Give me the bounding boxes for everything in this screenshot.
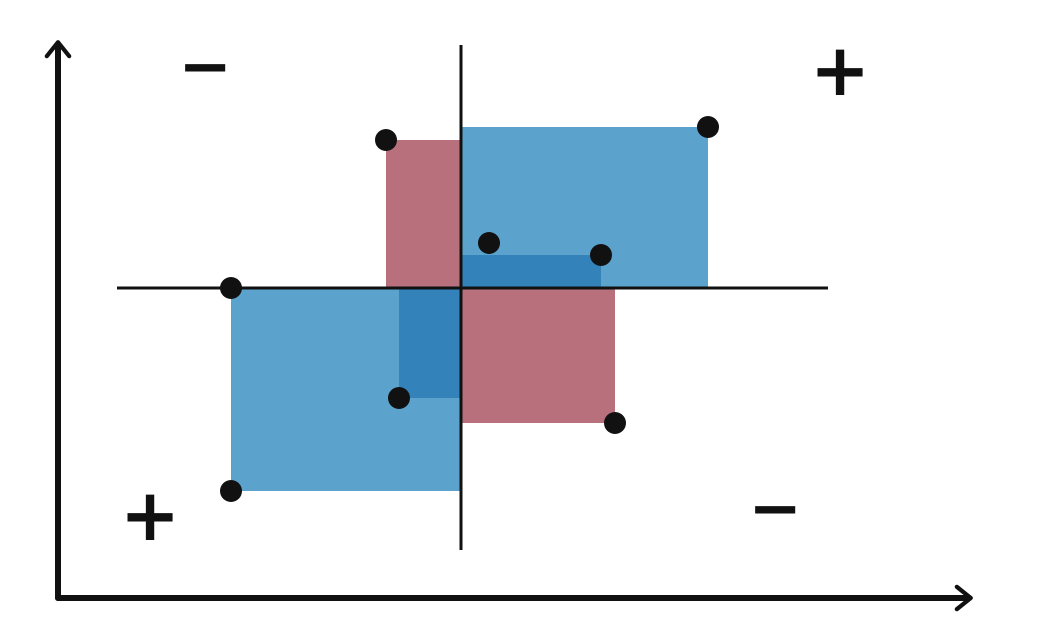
negative-rect-upper-left (386, 140, 462, 288)
data-point (375, 129, 397, 151)
data-point (388, 387, 410, 409)
data-point (697, 116, 719, 138)
data-point (478, 232, 500, 254)
data-point (604, 412, 626, 434)
data-point (220, 480, 242, 502)
points-group (220, 116, 719, 502)
negative-rect-lower-right (462, 288, 615, 423)
rectangles-group (231, 127, 708, 491)
data-point (220, 277, 242, 299)
sign-bottom-left: + (120, 473, 180, 557)
sign-bottom-right: − (748, 472, 802, 546)
sign-top-right: + (810, 28, 870, 112)
overlap-rect-lower (399, 288, 462, 398)
sign-top-left: − (178, 30, 232, 104)
data-point (590, 244, 612, 266)
overlap-rect-upper (462, 255, 601, 288)
